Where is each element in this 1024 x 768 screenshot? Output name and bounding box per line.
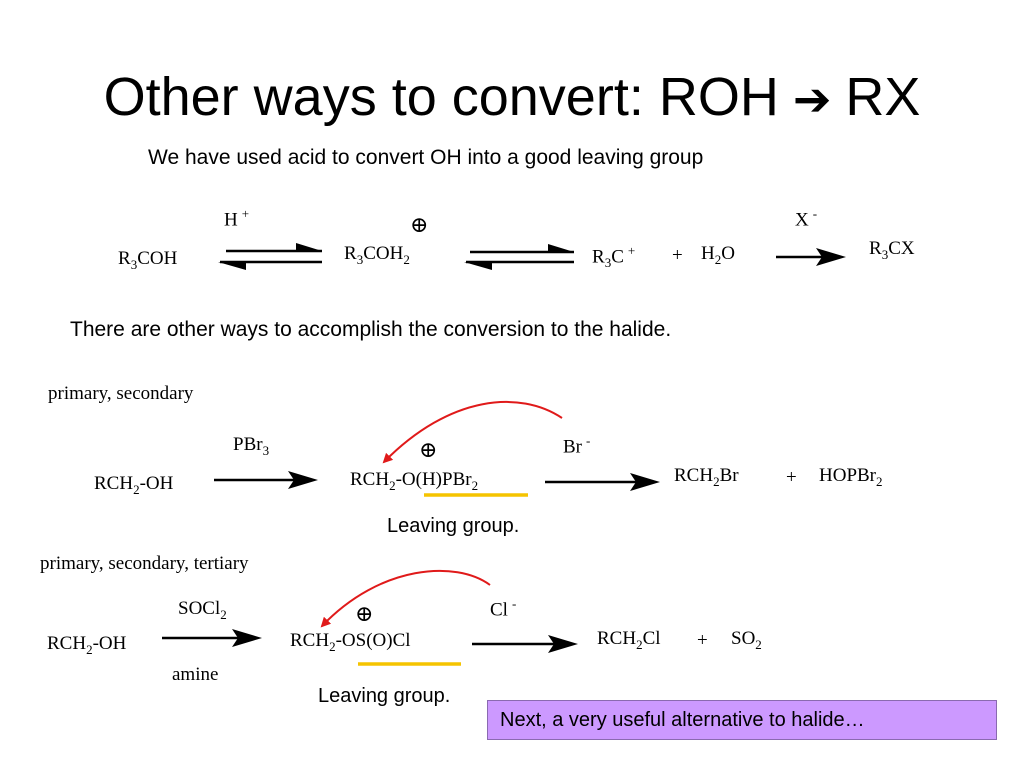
pbr3-oxonium-charge: ⊕	[419, 437, 438, 462]
callout-text: Next, a very useful alternative to halid…	[500, 709, 865, 731]
title-text-after: RX	[845, 67, 921, 127]
acid-product: R3CX	[869, 238, 915, 262]
slide-title: Other ways to convert: ROH➔RX	[0, 66, 1024, 128]
title-text-before: Other ways to convert: ROH	[103, 67, 779, 127]
socl2-nucleophile: Cl-	[490, 596, 517, 621]
acid-plus: +	[672, 245, 683, 266]
forward-arrow-pbr3-1	[214, 471, 318, 489]
pbr3-intermediate: RCH2-O(H)PBr2	[350, 469, 479, 493]
pbr3-curved-arrow-icon	[382, 401, 563, 464]
socl2-product-so2: SO2	[731, 628, 762, 652]
pbr3-nucleophile: Br-	[563, 433, 591, 458]
acid-reagent-h: H+	[224, 206, 250, 231]
acid-reagent-x: X-	[795, 206, 818, 231]
equilibrium-arrow-1	[218, 243, 322, 270]
pbr3-product-hopbr2: HOPBr2	[819, 465, 883, 489]
forward-arrow-pbr3-2	[545, 473, 660, 491]
socl2-reagent: SOCl2	[178, 598, 227, 622]
socl2-plus: +	[697, 630, 708, 651]
subtitle: We have used acid to convert OH into a g…	[148, 146, 704, 169]
acid-carbocation: R3C+	[592, 243, 636, 271]
socl2-product-alkyl-chloride: RCH2Cl	[597, 628, 661, 652]
forward-arrow-socl2-1	[162, 629, 262, 647]
pbr3-leaving-group-label: Leaving group.	[387, 515, 520, 537]
socl2-curved-arrow-icon	[320, 569, 491, 628]
socl2-intermediate: RCH2-OS(O)Cl	[290, 630, 411, 654]
socl2-leaving-group-label: Leaving group.	[318, 685, 451, 707]
forward-arrow-acid	[776, 248, 846, 266]
pbr3-reagent: PBr3	[233, 434, 270, 458]
socl2-oxonium-charge: ⊕	[355, 601, 374, 626]
acid-oxonium-charge: ⊕	[410, 212, 429, 237]
pbr3-scope: primary, secondary	[48, 383, 194, 404]
forward-arrow-socl2-2	[472, 635, 578, 653]
socl2-amine: amine	[172, 664, 219, 685]
other-ways-text: There are other ways to accomplish the c…	[70, 318, 672, 341]
socl2-reactant: RCH2-OH	[47, 633, 127, 657]
pbr3-plus: +	[786, 467, 797, 488]
acid-oxonium: R3COH2	[344, 243, 410, 267]
title-arrow-icon: ➔	[792, 73, 832, 125]
equilibrium-arrow-2	[464, 244, 574, 270]
pbr3-product-alkyl-bromide: RCH2Br	[674, 465, 739, 489]
socl2-scope: primary, secondary, tertiary	[40, 553, 249, 574]
pbr3-reactant: RCH2-OH	[94, 473, 174, 497]
acid-water: H2O	[701, 243, 735, 267]
next-topic-callout: Next, a very useful alternative to halid…	[487, 700, 997, 740]
acid-reactant: R3COH	[118, 248, 178, 272]
